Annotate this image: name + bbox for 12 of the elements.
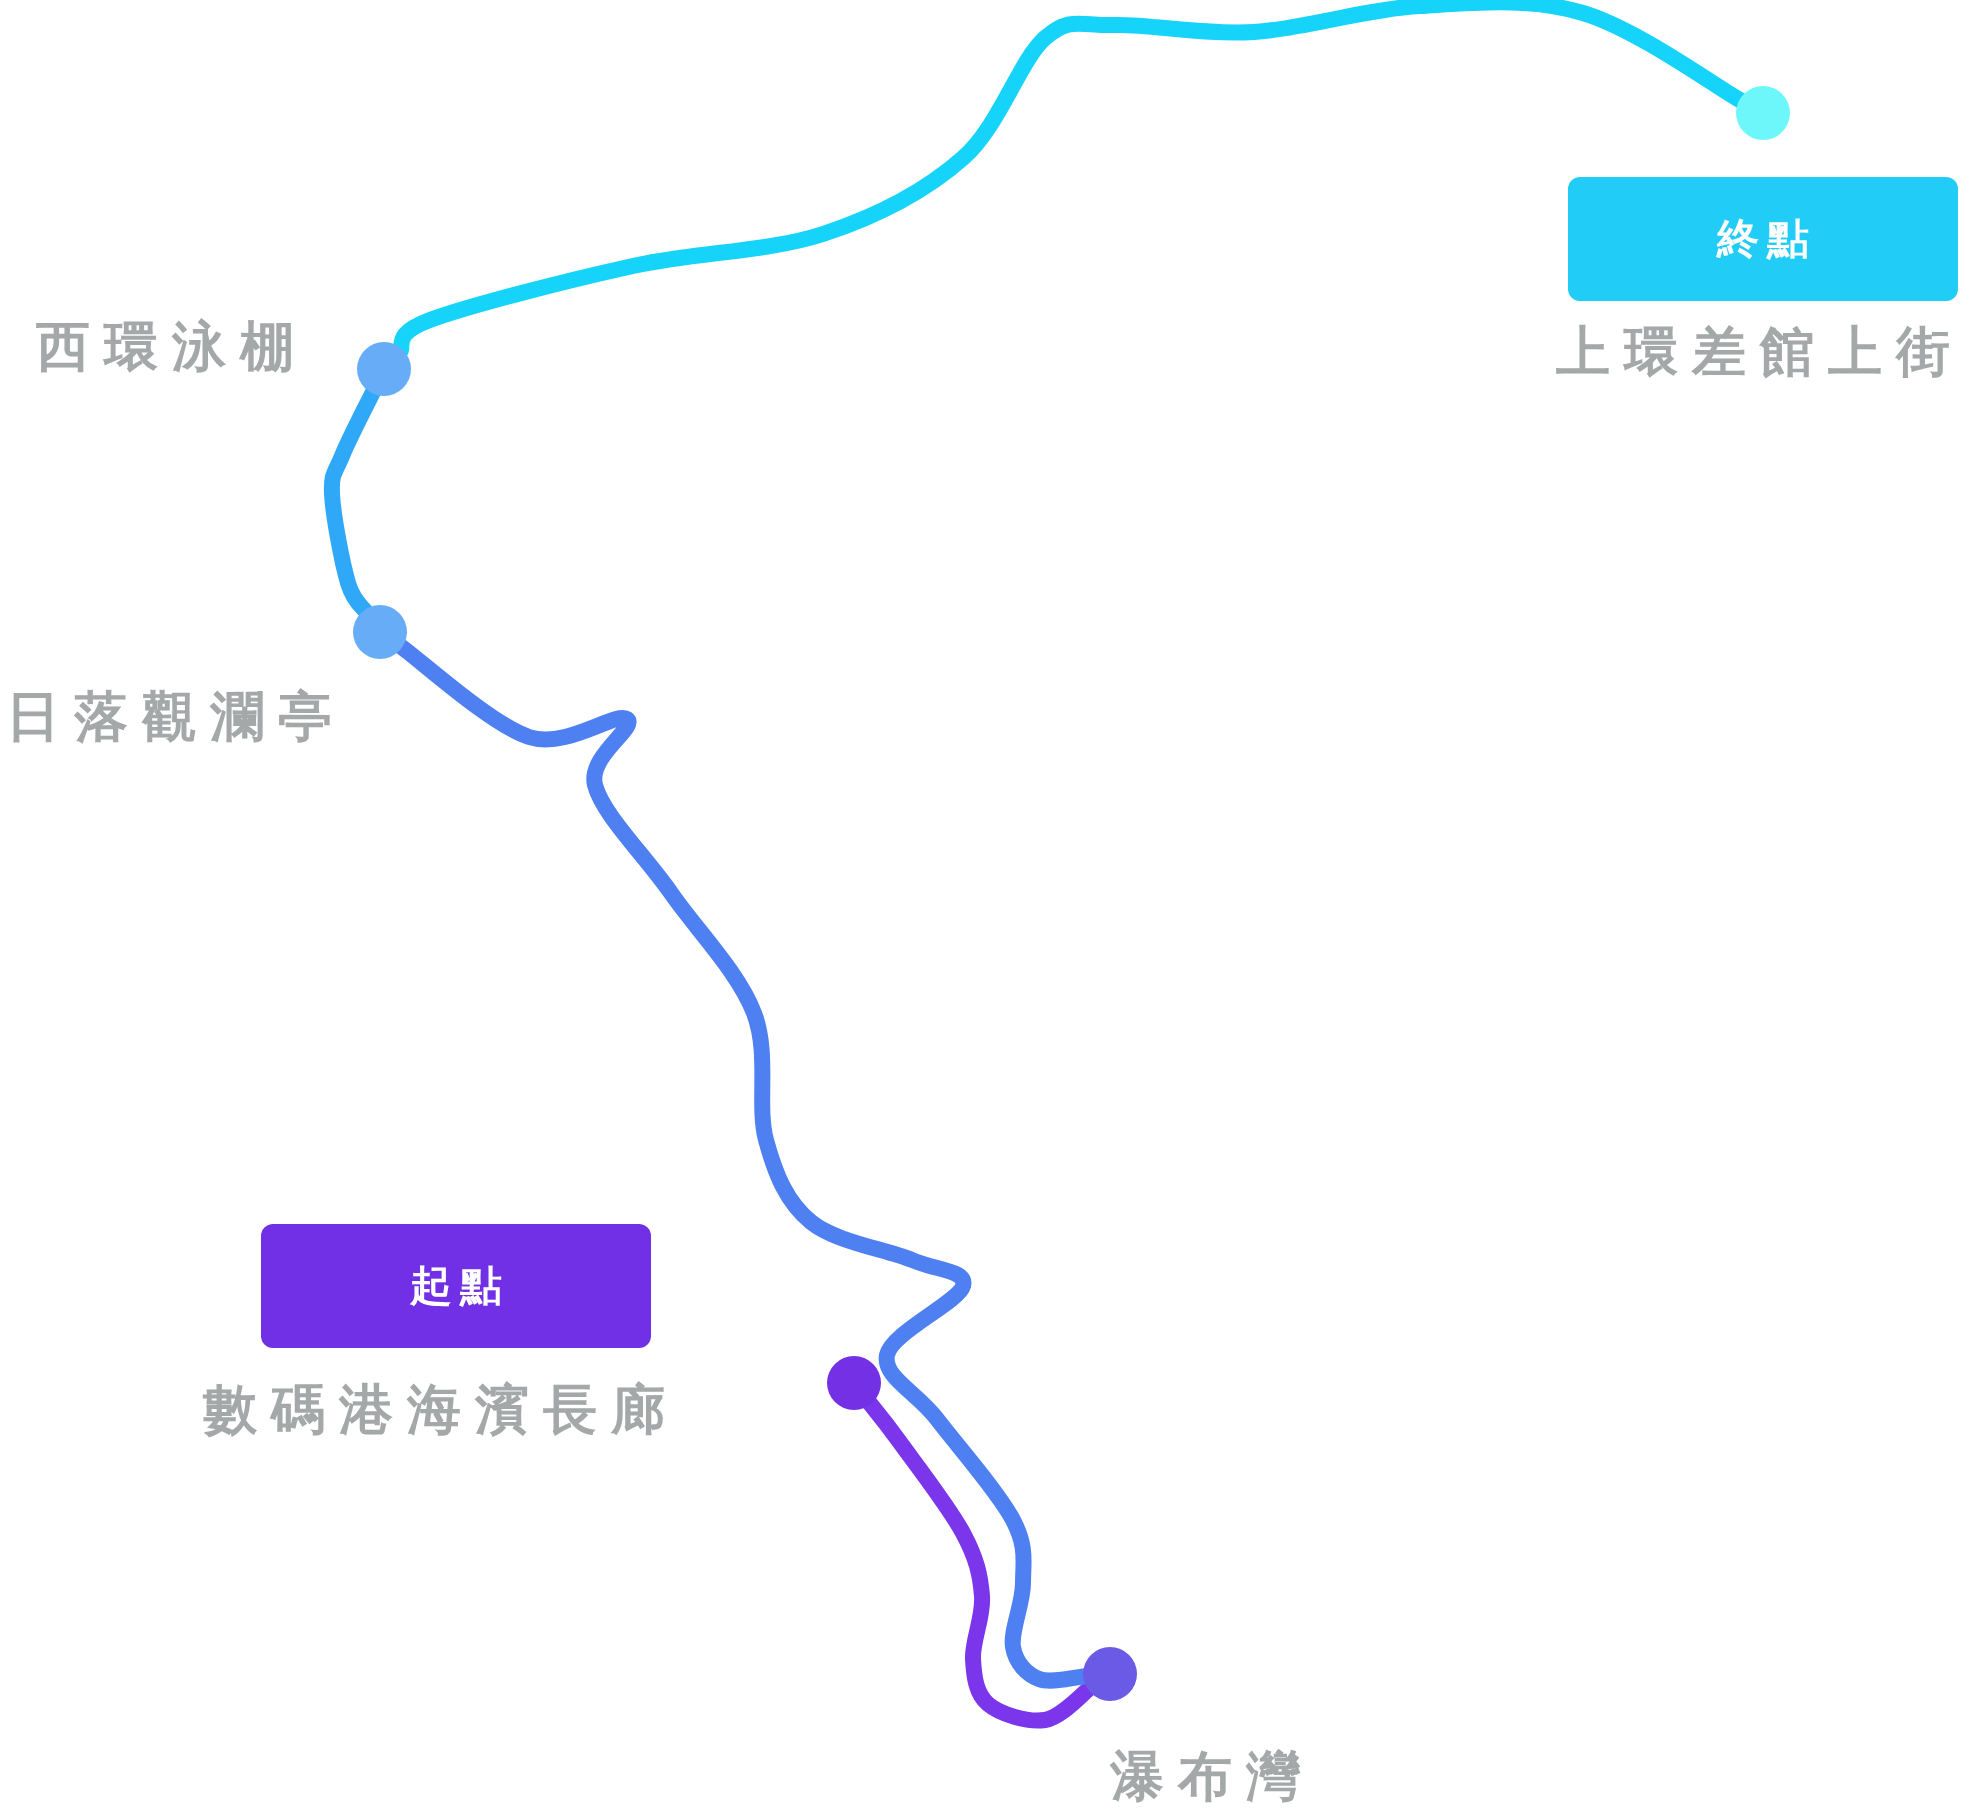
label-box: 起點	[261, 1224, 651, 1348]
stop-dot	[353, 605, 407, 659]
place-name: 西環泳棚	[36, 320, 308, 374]
place-name: 數碼港海濱長廊	[203, 1383, 679, 1437]
stop-dot	[1083, 1647, 1137, 1701]
stop-dot	[1736, 86, 1790, 140]
place-name: 日落觀瀾亭	[6, 690, 346, 744]
stop-dot	[827, 1356, 881, 1410]
label-box: 終點	[1568, 177, 1958, 301]
place-name: 上環差館上街	[1556, 325, 1964, 379]
place-name: 瀑布灣	[1110, 1750, 1314, 1804]
stop-dot	[357, 342, 411, 396]
